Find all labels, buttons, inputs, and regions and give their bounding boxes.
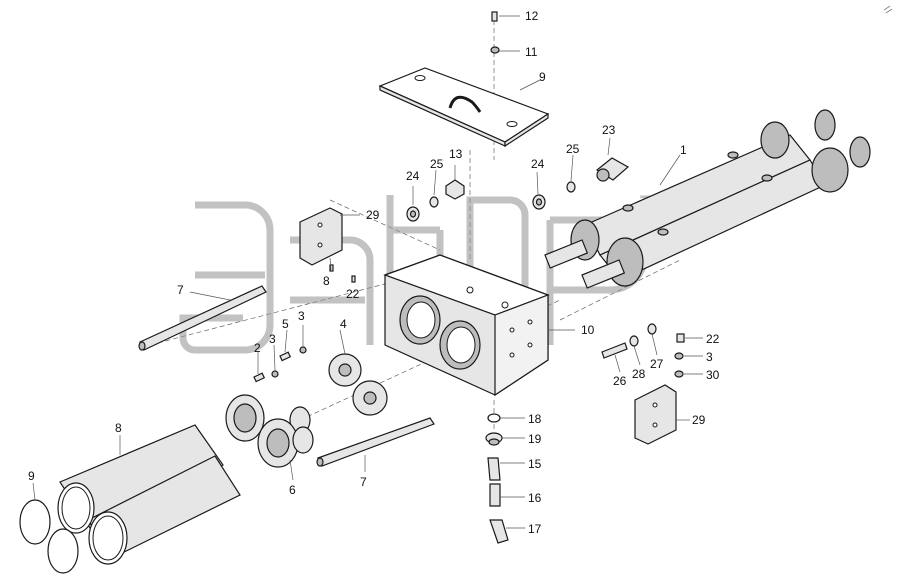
callout-18: 16 <box>528 491 542 505</box>
bolt-15 <box>491 11 498 22</box>
washer-25-right <box>566 181 576 193</box>
callout-9: 9 <box>28 469 35 483</box>
callout-7: 7 <box>360 475 367 489</box>
bolt-26 <box>601 342 628 359</box>
callout-29-left: 29 <box>366 208 380 222</box>
fitting-20 <box>487 413 501 423</box>
callout-24-left: 24 <box>406 169 420 183</box>
callout-24-right: 24 <box>531 157 545 171</box>
callout-25-right: 25 <box>566 142 580 156</box>
ring-9 <box>19 499 79 574</box>
callout-2: 2 <box>254 341 261 355</box>
callout-29-right: 29 <box>692 413 706 427</box>
callout-21: 19 <box>528 432 542 446</box>
gear-4 <box>328 353 388 416</box>
callout-12: 9 <box>539 70 546 84</box>
washer-24-left <box>406 206 420 222</box>
callout-23: 23 <box>602 123 616 137</box>
callout-17: 15 <box>528 457 542 471</box>
roller-6 <box>225 394 314 468</box>
bracket-29-left <box>299 207 343 266</box>
callout-30: 30 <box>706 368 720 382</box>
callout-28: 28 <box>632 367 646 381</box>
leader-lines <box>32 15 703 529</box>
callout-26: 26 <box>613 374 627 388</box>
corner-mark-icon <box>883 5 893 14</box>
callout-3-mid: 3 <box>269 332 276 346</box>
washer-25-left <box>429 196 439 208</box>
tube-8 <box>57 424 241 565</box>
callout-6: 6 <box>289 483 296 497</box>
callout-3-top: 3 <box>298 309 305 323</box>
callout-4: 4 <box>340 317 347 331</box>
cylinder-1 <box>544 109 871 289</box>
fitting-18 <box>489 483 501 507</box>
washer-3-right <box>674 352 684 360</box>
washer-30 <box>674 370 684 378</box>
callout-11: 8 <box>323 274 330 288</box>
callout-1: 1 <box>680 143 687 157</box>
callout-5: 5 <box>282 317 289 331</box>
small-parts <box>253 264 356 383</box>
callout-22-left: 22 <box>346 287 360 301</box>
bolt-22-right <box>676 333 685 343</box>
washer-14 <box>490 46 500 54</box>
callout-19: 17 <box>528 522 542 536</box>
callout-13: 10 <box>581 323 595 337</box>
fitting-17 <box>487 457 501 481</box>
bracket-29-right <box>634 384 677 445</box>
fitting-21 <box>485 432 503 446</box>
callout-15: 12 <box>525 9 539 23</box>
washer-28 <box>629 335 639 347</box>
callout-10: 7 <box>177 283 184 297</box>
shaft-10 <box>138 285 267 351</box>
nut-16 <box>445 179 465 200</box>
pipe-23 <box>595 157 630 182</box>
callout-25-left: 25 <box>430 157 444 171</box>
callout-27: 27 <box>650 357 664 371</box>
callout-22-right: 22 <box>706 332 720 346</box>
elbow-19 <box>489 519 509 544</box>
washer-27 <box>647 323 657 335</box>
callout-3-right: 3 <box>706 350 713 364</box>
callout-8: 8 <box>115 421 122 435</box>
callout-20: 18 <box>528 412 542 426</box>
callouts: 12 11 9 23 1 13 25 25 24 24 29 8 22 7 4 … <box>28 9 720 536</box>
callout-14: 11 <box>525 45 538 59</box>
cover-plate-12 <box>378 67 550 148</box>
washer-24-right <box>532 194 546 210</box>
housing-13 <box>383 254 550 397</box>
callout-16: 13 <box>449 147 463 161</box>
shaft-7 <box>316 417 435 467</box>
